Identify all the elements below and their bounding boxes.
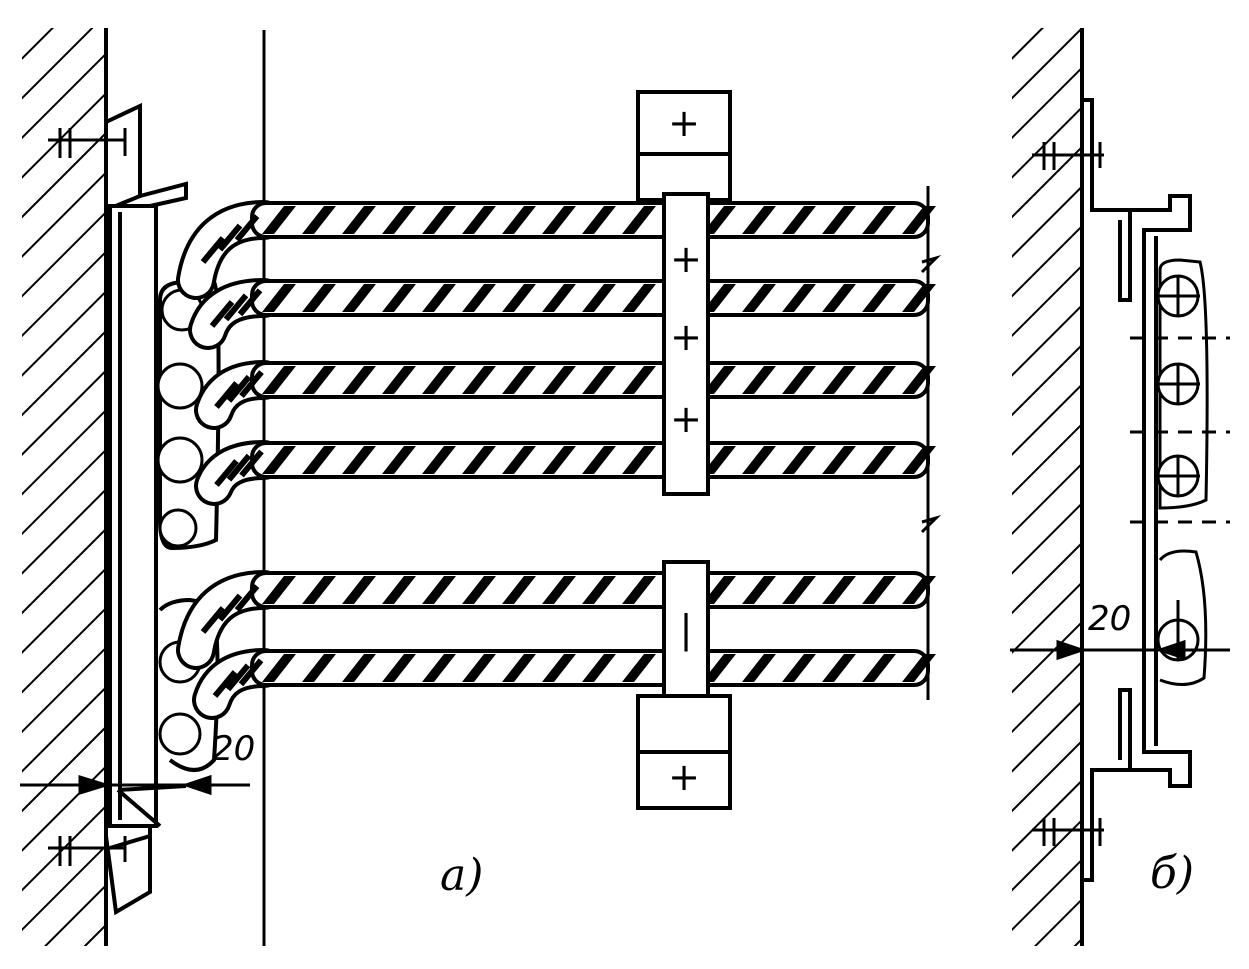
- cable-5: [176, 570, 936, 670]
- dimension-b: [1010, 639, 1230, 661]
- sign-bottom: +: [668, 755, 700, 799]
- sign-lower-clamp: |: [680, 607, 693, 652]
- figure-b: 20 б): [1010, 28, 1230, 946]
- cable-break-line: [920, 186, 942, 700]
- figure-a: + + + + | + 20 a): [20, 28, 942, 946]
- sign-clamp-1: +: [670, 237, 702, 281]
- mounting-channel-b: [1082, 98, 1192, 882]
- anchor-bolt-top-a: [48, 128, 127, 158]
- sign-clamp-3: +: [670, 397, 702, 441]
- cable-3: [194, 360, 936, 430]
- cable-2: [188, 278, 936, 350]
- cable-sections-a: [156, 288, 204, 756]
- caption-a: a): [440, 850, 483, 901]
- cable-group-a: [176, 200, 936, 720]
- crosshairs-b: [1130, 276, 1230, 660]
- cable-6: [192, 648, 936, 720]
- dimension-label-b: 20: [1088, 599, 1131, 639]
- sign-top: +: [668, 101, 700, 145]
- sign-clamp-2: +: [670, 315, 702, 359]
- cable-4: [194, 440, 936, 506]
- clamp-block-lower: [636, 560, 732, 810]
- clamp-block-upper: [636, 90, 732, 496]
- cable-1: [176, 200, 936, 300]
- wall-hatching-b: [1012, 28, 1082, 946]
- dimension-label-a: 20: [212, 729, 255, 769]
- wall-hatching-a: [22, 28, 106, 946]
- dimension-a: [20, 774, 250, 796]
- mounting-channel-a: [104, 102, 188, 916]
- cable-clamps-b: [1156, 258, 1209, 686]
- caption-b: б): [1150, 848, 1194, 899]
